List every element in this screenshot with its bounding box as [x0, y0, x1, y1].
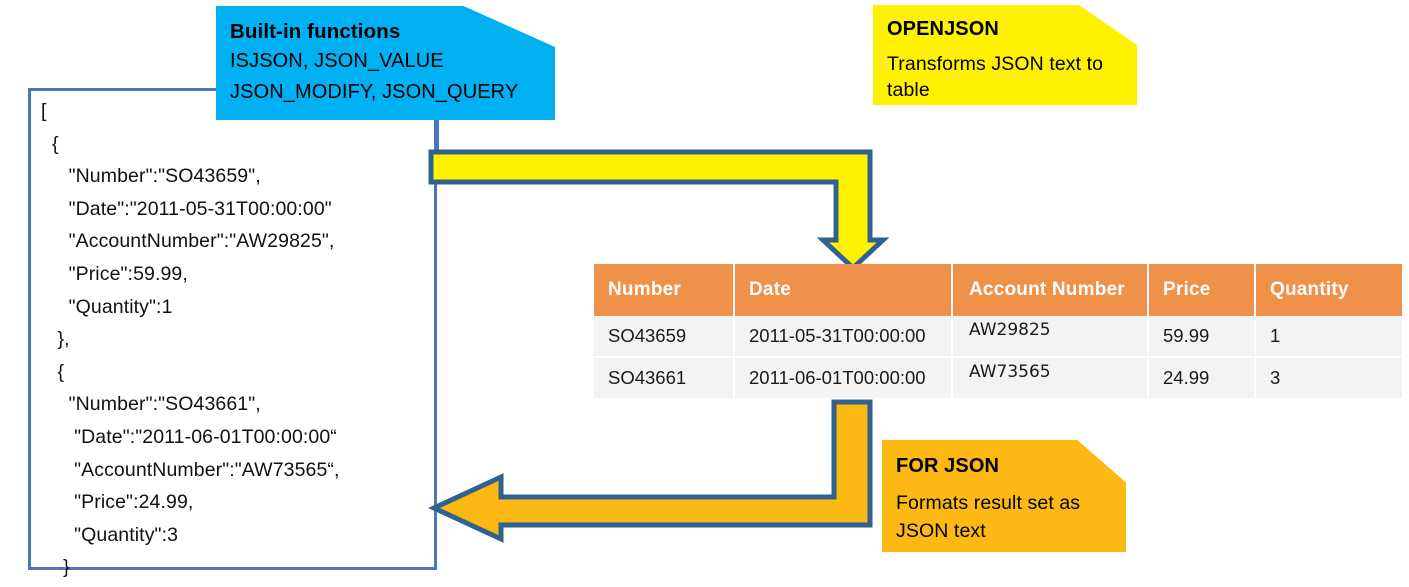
- table-row: SO43659 2011-05-31T00:00:00 AW29825 59.9…: [594, 316, 1402, 358]
- cell-number: SO43659: [594, 316, 735, 358]
- callout-openjson-title: OPENJSON: [887, 18, 999, 40]
- callout-openjson-body: Transforms JSON text to table: [887, 53, 1104, 101]
- table-header-row: Number Date Account Number Price Quantit…: [594, 264, 1402, 316]
- cell-price: 59.99: [1148, 316, 1256, 358]
- cell-account-number: AW73565: [952, 357, 1149, 398]
- callout-built-in-functions-title: Built-in functions: [230, 20, 401, 43]
- column-header-price[interactable]: Price: [1148, 264, 1256, 316]
- result-table: Number Date Account Number Price Quantit…: [594, 264, 1402, 398]
- cell-account-number: AW29825: [952, 316, 1149, 358]
- callout-for-json-body: Formats result set as JSON text: [896, 492, 1081, 542]
- callout-openjson: OPENJSON Transforms JSON text to table: [873, 5, 1137, 105]
- column-header-number[interactable]: Number: [594, 264, 735, 316]
- callout-for-json: FOR JSON Formats result set as JSON text: [882, 440, 1126, 552]
- column-header-date[interactable]: Date: [734, 264, 953, 316]
- cell-number: SO43661: [594, 357, 735, 398]
- column-header-quantity[interactable]: Quantity: [1255, 264, 1402, 316]
- cell-price: 24.99: [1148, 357, 1256, 398]
- callout-for-json-title: FOR JSON: [896, 455, 1000, 477]
- json-document-text: [ { "Number":"SO43659", "Date":"2011-05-…: [41, 100, 340, 579]
- callout-built-in-functions-body: ISJSON, JSON_VALUE JSON_MODIFY, JSON_QUE…: [230, 50, 519, 103]
- cell-quantity: 1: [1255, 316, 1402, 358]
- cell-date: 2011-06-01T00:00:00: [734, 357, 953, 398]
- callout-built-in-functions: Built-in functions ISJSON, JSON_VALUE JS…: [216, 6, 555, 120]
- forjson-flow-arrow: [428, 399, 873, 543]
- json-document-box: [ { "Number":"SO43659", "Date":"2011-05-…: [28, 88, 437, 578]
- table-row: SO43661 2011-06-01T00:00:00 AW73565 24.9…: [594, 357, 1402, 398]
- cell-date: 2011-05-31T00:00:00: [734, 316, 953, 358]
- builtin-callout-stem: [436, 118, 439, 168]
- column-header-account-number[interactable]: Account Number: [952, 264, 1149, 316]
- openjson-flow-arrow: [428, 149, 890, 272]
- cell-quantity: 3: [1255, 357, 1402, 398]
